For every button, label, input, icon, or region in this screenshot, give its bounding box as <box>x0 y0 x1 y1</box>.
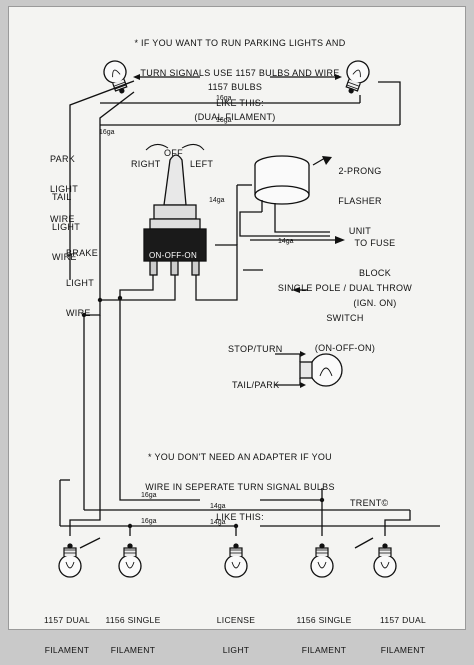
tail-park-label: TAIL/PARK <box>232 380 280 390</box>
brake-light-label: BRAKE LIGHT WIRE <box>66 228 98 328</box>
bulb-note-line-2: (DUAL FILAMENT) <box>194 112 276 122</box>
fuse-block-label: TO FUSE BLOCK (IGN. ON) <box>335 218 415 318</box>
b4-line-1: 1156 SINGLE <box>296 615 352 625</box>
gauge-label: 16ga <box>99 129 115 136</box>
gauge-label: 16ga <box>216 117 232 124</box>
bulb-label-license: LICENSE LIGHT <box>206 595 266 665</box>
fuse-line-3: (IGN. ON) <box>353 298 397 308</box>
switch-right-label: RIGHT <box>131 159 161 169</box>
bulb-label-1157-left: 1157 DUAL FILAMENT <box>32 595 102 665</box>
gauge-label: 14ga <box>210 519 226 526</box>
rear-right-dual-bulb <box>373 543 397 578</box>
b4-line-2: FILAMENT <box>301 645 347 655</box>
gauge-label: 16ga <box>141 492 157 499</box>
flasher-line-3: UNIT <box>348 226 372 236</box>
top-note-line-3: LIKE THIS: <box>216 98 264 108</box>
fuse-line-1: TO FUSE <box>354 238 396 248</box>
flasher-label: 2-PRONG FLASHER UNIT <box>320 146 400 246</box>
b2-line-2: FILAMENT <box>110 645 156 655</box>
top-note-line-1: * IF YOU WANT TO RUN PARKING LIGHTS AND <box>134 38 346 48</box>
bottom-note: * YOU DON'T NEED AN ADAPTER IF YOU WIRE … <box>95 432 385 532</box>
bulb-label-1156-left: 1156 SINGLE FILAMENT <box>96 595 170 665</box>
switch-off-label: OFF <box>164 148 183 158</box>
license-light-bulb <box>224 543 248 578</box>
tail-label-1: TAIL <box>52 192 72 202</box>
brake-label-2: LIGHT <box>66 278 95 288</box>
b2-line-1: 1156 SINGLE <box>105 615 161 625</box>
switch-description: SINGLE POLE / DUAL THROW SWITCH (ON-OFF-… <box>265 263 425 363</box>
fuse-line-2: BLOCK <box>358 268 391 278</box>
toggle-lever <box>163 154 187 206</box>
park-light-label: PARK LIGHT WIRE <box>50 134 78 234</box>
b5-line-1: 1157 DUAL <box>379 615 426 625</box>
gauge-label: 14ga <box>278 238 294 245</box>
gauge-label: 16ga <box>216 95 232 102</box>
b1-line-1: 1157 DUAL <box>43 615 90 625</box>
bulb-note: 1157 BULBS (DUAL FILAMENT) <box>185 62 285 132</box>
bottom-note-line-1: * YOU DON'T NEED AN ADAPTER IF YOU <box>148 452 332 462</box>
top-note-line-2: TURN SIGNALS USE 1157 BULBS AND WIRE <box>140 68 340 78</box>
bottom-note-line-3: LIKE THIS: <box>216 512 264 522</box>
park-label-2: LIGHT <box>50 184 79 194</box>
tail-label-2: LIGHT <box>52 222 81 232</box>
flasher-line-2: FLASHER <box>338 196 382 206</box>
bulb-label-1156-right: 1156 SINGLE FILAMENT <box>287 595 361 665</box>
bottom-note-line-2: WIRE IN SEPERATE TURN SIGNAL BULBS <box>145 482 335 492</box>
b3-line-2: LIGHT <box>222 645 250 655</box>
bulb-note-line-1: 1157 BULBS <box>207 82 263 92</box>
wiring-diagram <box>58 57 440 578</box>
tail-label-3: WIRE <box>52 252 77 262</box>
gauge-label: 14ga <box>210 503 226 510</box>
rear-left-dual-bulb <box>58 543 82 578</box>
switch-body <box>143 228 207 262</box>
flasher-line-1: 2-PRONG <box>338 166 382 176</box>
rear-left-single-bulb <box>118 543 142 578</box>
bulb-label-1157-right: 1157 DUAL FILAMENT <box>368 595 438 665</box>
park-label-3: WIRE <box>50 214 75 224</box>
top-note: * IF YOU WANT TO RUN PARKING LIGHTS AND … <box>95 18 385 118</box>
gauge-label: 14ga <box>209 197 225 204</box>
tail-light-label: TAIL LIGHT WIRE <box>52 172 80 272</box>
brake-label-1: BRAKE <box>66 248 99 258</box>
switch-plate-label: ON-OFF-ON <box>149 251 198 260</box>
switch-desc-line-1: SINGLE POLE / DUAL THROW <box>277 283 413 293</box>
switch-desc-line-2: SWITCH <box>326 313 364 323</box>
brake-label-3: WIRE <box>66 308 91 318</box>
switch-left-label: LEFT <box>190 159 214 169</box>
b5-line-2: FILAMENT <box>380 645 426 655</box>
gauge-label: 16ga <box>141 518 157 525</box>
b1-line-2: FILAMENT <box>44 645 90 655</box>
stop-turn-label: STOP/TURN <box>228 344 283 354</box>
rear-right-single-bulb <box>310 543 334 578</box>
park-label-1: PARK <box>50 154 76 164</box>
b3-line-1: LICENSE <box>216 615 256 625</box>
switch-desc-line-3: (ON-OFF-ON) <box>314 343 376 353</box>
signature: TRENT© <box>350 498 389 508</box>
